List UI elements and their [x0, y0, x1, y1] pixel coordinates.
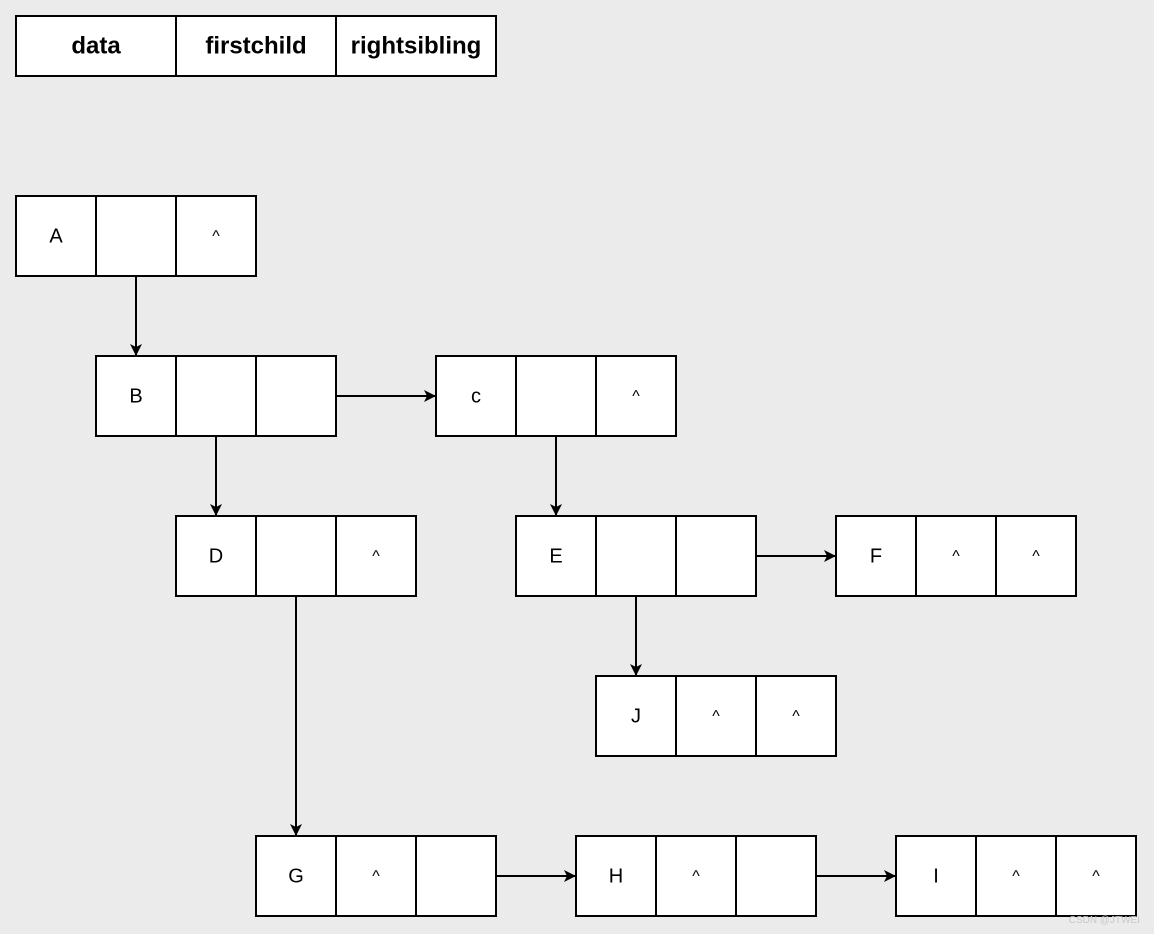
node-I-firstchild-null-label: ^: [1012, 868, 1020, 885]
legend-rightsibling-label: rightsibling: [351, 32, 482, 59]
node-F-rightsibling-null-label: ^: [1032, 548, 1040, 565]
node-A-data-label: A: [49, 225, 63, 247]
node-D-data-cell: [175, 515, 257, 597]
field-legend: data firstchild rightsibling: [15, 15, 497, 77]
node-B-data-label: B: [129, 385, 142, 407]
node-J-firstchild-cell: [675, 675, 757, 757]
node-J-firstchild-null-label: ^: [712, 708, 720, 725]
node-A-rightsibling-null-label: ^: [212, 228, 220, 245]
node-c-data-label: c: [471, 385, 481, 407]
node-F-data-label: F: [870, 545, 882, 567]
node-G-rightsibling-cell: [415, 835, 497, 917]
node-J-data-label: J: [631, 705, 641, 727]
node-E-data-label: E: [549, 545, 562, 567]
node-F-rightsibling-cell: [995, 515, 1077, 597]
node-D-rightsibling-null-label: ^: [372, 548, 380, 565]
node-I-rightsibling-cell: [1055, 835, 1137, 917]
node-J-rightsibling-cell: [755, 675, 837, 757]
node-F: F ^ ^: [835, 515, 1077, 597]
node-A-data-cell: [15, 195, 97, 277]
node-c: c^: [435, 355, 677, 437]
node-I: I ^ ^: [895, 835, 1137, 917]
node-I-firstchild-cell: [975, 835, 1057, 917]
node-B-data-cell: [95, 355, 177, 437]
node-E: E: [515, 515, 757, 597]
node-I-data-label: I: [933, 865, 939, 887]
node-J: J ^ ^: [595, 675, 837, 757]
node-G-data-label: G: [288, 865, 304, 887]
node-G: G^: [255, 835, 497, 917]
node-H-firstchild-cell: [655, 835, 737, 917]
node-G-firstchild-cell: [335, 835, 417, 917]
node-E-firstchild-cell: [595, 515, 677, 597]
legend-data-label: data: [71, 32, 121, 59]
node-H-data-label: H: [609, 865, 623, 887]
node-G-firstchild-null-label: ^: [372, 868, 380, 885]
node-E-data-cell: [515, 515, 597, 597]
node-A: A^: [15, 195, 257, 277]
node-H-rightsibling-cell: [735, 835, 817, 917]
node-F-firstchild-null-label: ^: [952, 548, 960, 565]
node-B-firstchild-cell: [175, 355, 257, 437]
node-E-rightsibling-cell: [675, 515, 757, 597]
node-A-firstchild-cell: [95, 195, 177, 277]
node-I-rightsibling-null-label: ^: [1092, 868, 1100, 885]
node-c-firstchild-cell: [515, 355, 597, 437]
node-D-firstchild-cell: [255, 515, 337, 597]
node-c-rightsibling-null-label: ^: [632, 388, 640, 405]
node-c-rightsibling-cell: [595, 355, 677, 437]
node-D-rightsibling-cell: [335, 515, 417, 597]
node-J-data-cell: [595, 675, 677, 757]
node-J-rightsibling-null-label: ^: [792, 708, 800, 725]
node-D: D^: [175, 515, 417, 597]
watermark: CSDN @JTWEI: [1068, 915, 1140, 926]
node-G-data-cell: [255, 835, 337, 917]
node-I-data-cell: [895, 835, 977, 917]
legend-firstchild-label: firstchild: [205, 32, 306, 59]
node-H-firstchild-null-label: ^: [692, 868, 700, 885]
node-H: H^: [575, 835, 817, 917]
node-B-rightsibling-cell: [255, 355, 337, 437]
node-B: B: [95, 355, 337, 437]
node-c-data-cell: [435, 355, 517, 437]
node-F-firstchild-cell: [915, 515, 997, 597]
node-D-data-label: D: [209, 545, 223, 567]
node-A-rightsibling-cell: [175, 195, 257, 277]
